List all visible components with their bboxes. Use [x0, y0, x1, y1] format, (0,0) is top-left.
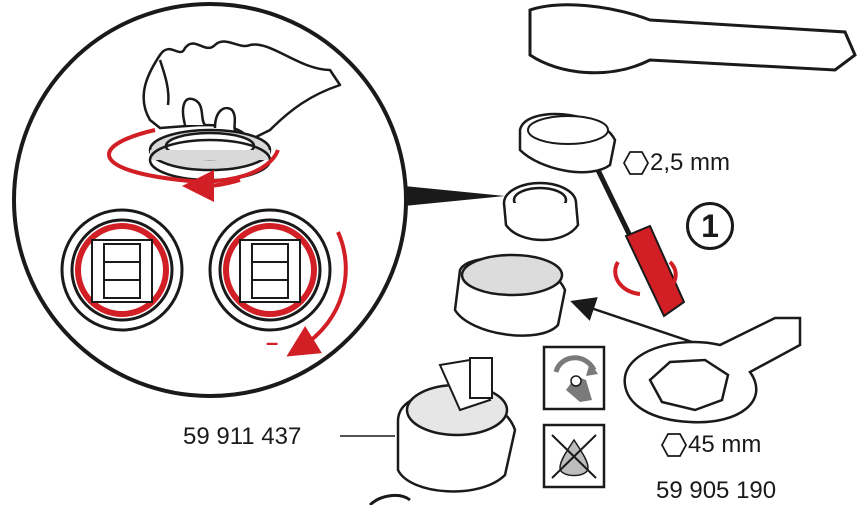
cartridge: [398, 358, 515, 491]
cartridge-top-view-left: [62, 210, 182, 330]
hex-icon: [662, 434, 686, 456]
hex-icon: [624, 152, 648, 174]
cartridge-part-number: 59 911 437: [183, 425, 301, 449]
screw-size-label: 2,5 mm: [650, 151, 730, 175]
faucet-handle: [530, 5, 855, 73]
retaining-ring-exploded: [504, 183, 578, 240]
zoom-pointer: [404, 186, 505, 206]
no-grease-icon: [544, 425, 604, 487]
cartridge-top-view-right: [210, 210, 330, 330]
direction-sign: –: [266, 330, 278, 356]
step-number-badge: 1: [686, 202, 734, 250]
screwdriver: [598, 170, 684, 316]
wrench-rotate-icon: [544, 347, 604, 409]
wrench-part-number: 59 905 190: [656, 479, 776, 503]
wrench-size-label: 45 mm: [688, 433, 761, 457]
cartridge-sleeve: [455, 255, 565, 336]
spanner-wrench: [625, 318, 800, 422]
